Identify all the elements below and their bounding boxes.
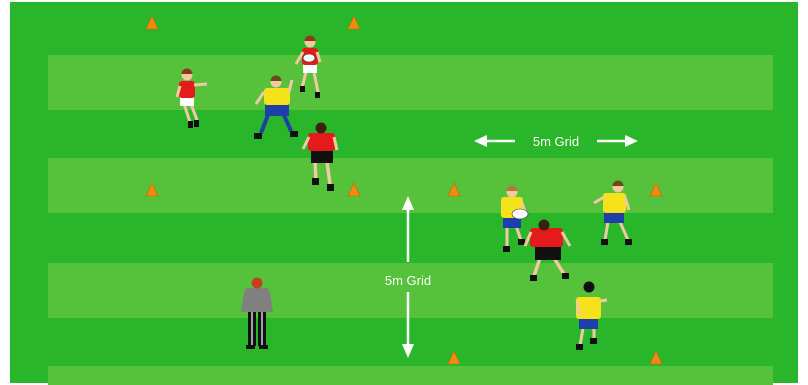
player-red-icon — [523, 219, 572, 281]
arrow-up-icon — [402, 196, 414, 210]
horizontal-grid-marker: 5m Grid — [474, 134, 638, 149]
player-yellow-icon — [593, 180, 632, 245]
player-red-icon — [301, 122, 339, 191]
cone-icon — [145, 15, 159, 30]
cone-icon — [649, 182, 663, 197]
vertical-grid-label: 5m Grid — [385, 273, 431, 288]
cone-icon — [447, 350, 461, 365]
player-yellow-icon — [501, 185, 529, 252]
arrow-down-icon — [402, 344, 414, 358]
grass-stripe — [48, 55, 773, 110]
arrow-right-icon — [625, 135, 638, 147]
cone-icon — [447, 182, 461, 197]
vertical-grid-marker: 5m Grid — [385, 196, 431, 358]
referee-icon — [241, 277, 273, 349]
player-yellow-icon — [254, 75, 298, 139]
horizontal-grid-label: 5m Grid — [533, 134, 579, 149]
arrow-left-icon — [474, 135, 487, 147]
grass-stripe — [48, 263, 773, 318]
cone-icon — [145, 182, 159, 197]
player-red-icon — [294, 35, 322, 98]
cone-icon — [649, 350, 663, 365]
cone-icon — [347, 15, 361, 30]
cone-icon — [347, 182, 361, 197]
player-yellow-icon — [575, 281, 608, 350]
grass-stripe — [48, 366, 773, 385]
player-red-icon — [175, 68, 208, 128]
rugby-ball-icon — [511, 208, 529, 220]
